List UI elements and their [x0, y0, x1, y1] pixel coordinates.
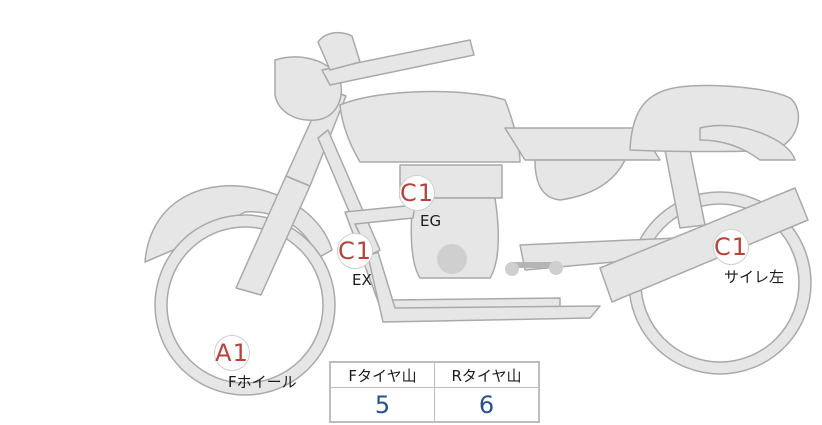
front-wheel-rim [166, 226, 324, 384]
grade-text: C1 [399, 179, 435, 207]
engine-body [410, 197, 500, 279]
side-cover [534, 159, 626, 201]
muffler [599, 187, 809, 303]
damage-marker-ex[interactable]: C1 [337, 233, 373, 269]
handlebar-mount [317, 31, 361, 71]
tire-tread-table: Fタイヤ山 Rタイヤ山 5 6 [329, 361, 540, 423]
rear-tread-value: 6 [434, 387, 540, 423]
part-label-silencer-left: サイレ左 [724, 268, 785, 286]
lower-frame [367, 251, 601, 323]
damage-marker-eg[interactable]: C1 [399, 175, 435, 211]
grade-text: C1 [337, 237, 373, 265]
rear-tread-header: Rタイヤ山 [434, 361, 540, 388]
part-label-ex: EX [352, 271, 372, 289]
grade-text: A1 [215, 339, 249, 367]
front-tread-header: Fタイヤ山 [329, 361, 435, 388]
handlebar [321, 39, 475, 86]
part-label-eg: EG [420, 212, 442, 230]
rear-fender [699, 124, 796, 161]
fuel-tank [339, 90, 521, 163]
front-tread-value: 5 [329, 387, 435, 423]
frame-mid [504, 127, 661, 161]
part-label-front-wheel: Fホイール [228, 373, 297, 391]
damage-marker-front-wheel[interactable]: A1 [214, 335, 250, 371]
damage-marker-silencer-left[interactable]: C1 [713, 229, 749, 265]
engine-cover [437, 244, 467, 274]
grade-text: C1 [713, 233, 749, 261]
